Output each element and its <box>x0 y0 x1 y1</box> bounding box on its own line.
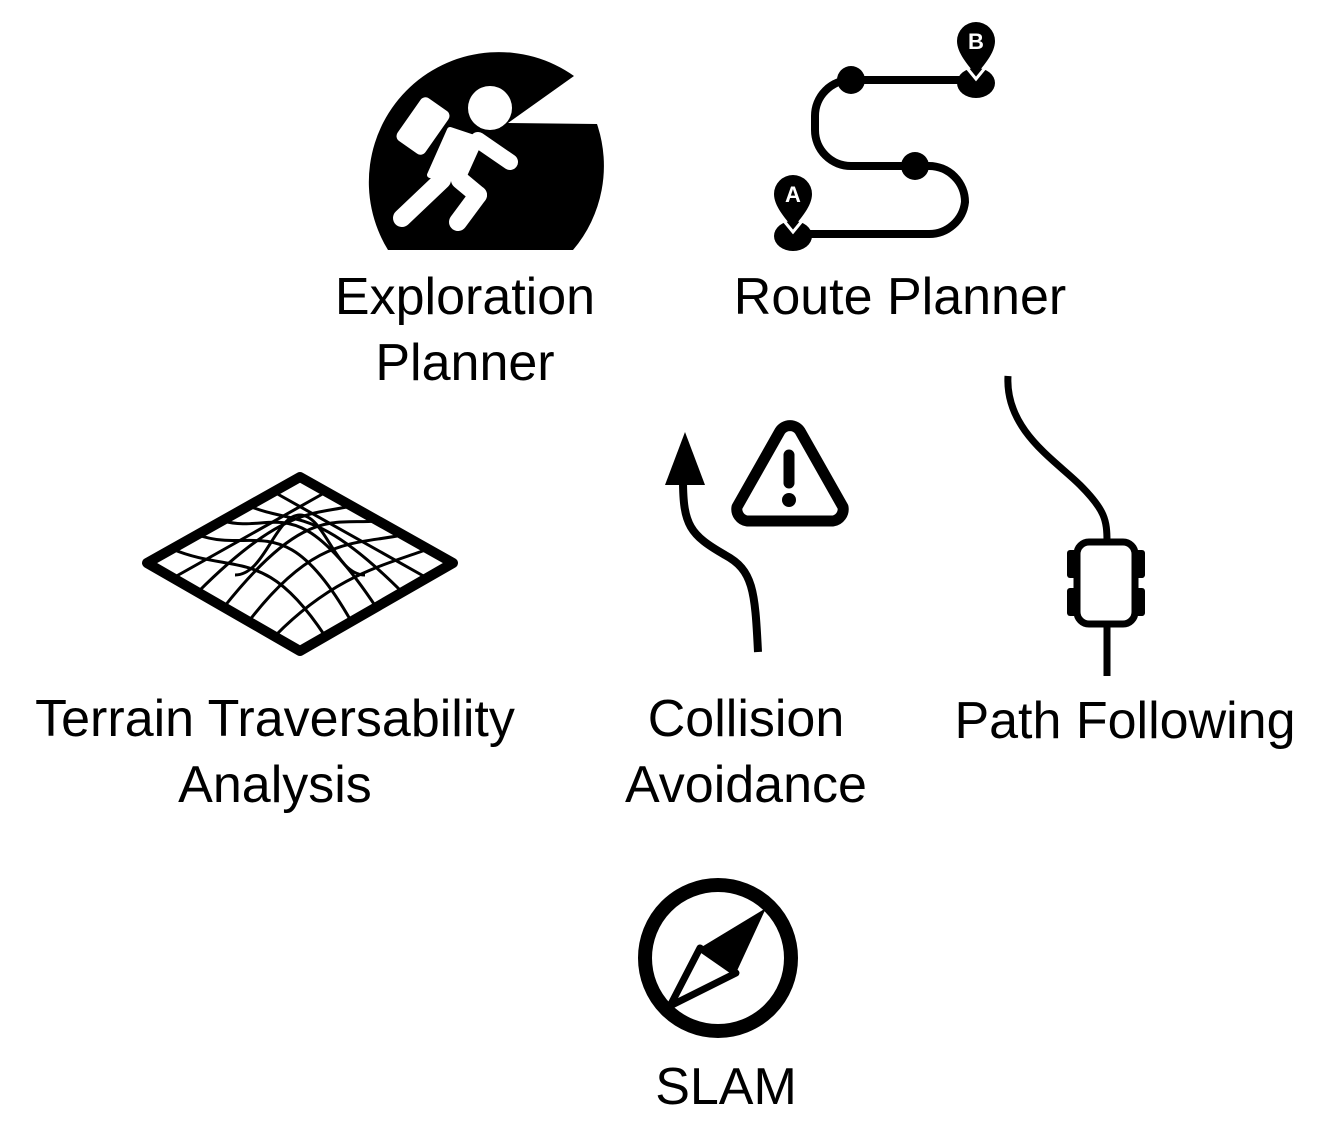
route-planner-label: Route Planner <box>733 268 1067 326</box>
explorer-headlamp-icon <box>368 52 604 250</box>
terrain-grid-icon <box>142 472 458 656</box>
collision-avoidance-label: Collision Avoidance <box>625 690 867 814</box>
exploration-planner-label: Exploration Planner <box>334 268 596 392</box>
marker-a-label: A <box>785 182 801 207</box>
path-following-label: Path Following <box>954 692 1296 750</box>
marker-b-icon: B <box>957 22 995 98</box>
route-path-icon: A B <box>774 22 995 251</box>
vehicle-path-icon <box>1004 375 1145 676</box>
slam-label: SLAM <box>655 1058 797 1116</box>
warning-triangle-icon <box>731 420 849 527</box>
route-waypoint <box>837 66 865 94</box>
marker-a-icon: A <box>774 175 812 251</box>
terrain-traversability-label: Terrain Traversability Analysis <box>35 690 515 814</box>
route-waypoint <box>901 152 929 180</box>
compass-icon <box>638 878 798 1038</box>
marker-b-label: B <box>968 29 984 54</box>
avoidance-arrow-icon <box>665 432 762 653</box>
